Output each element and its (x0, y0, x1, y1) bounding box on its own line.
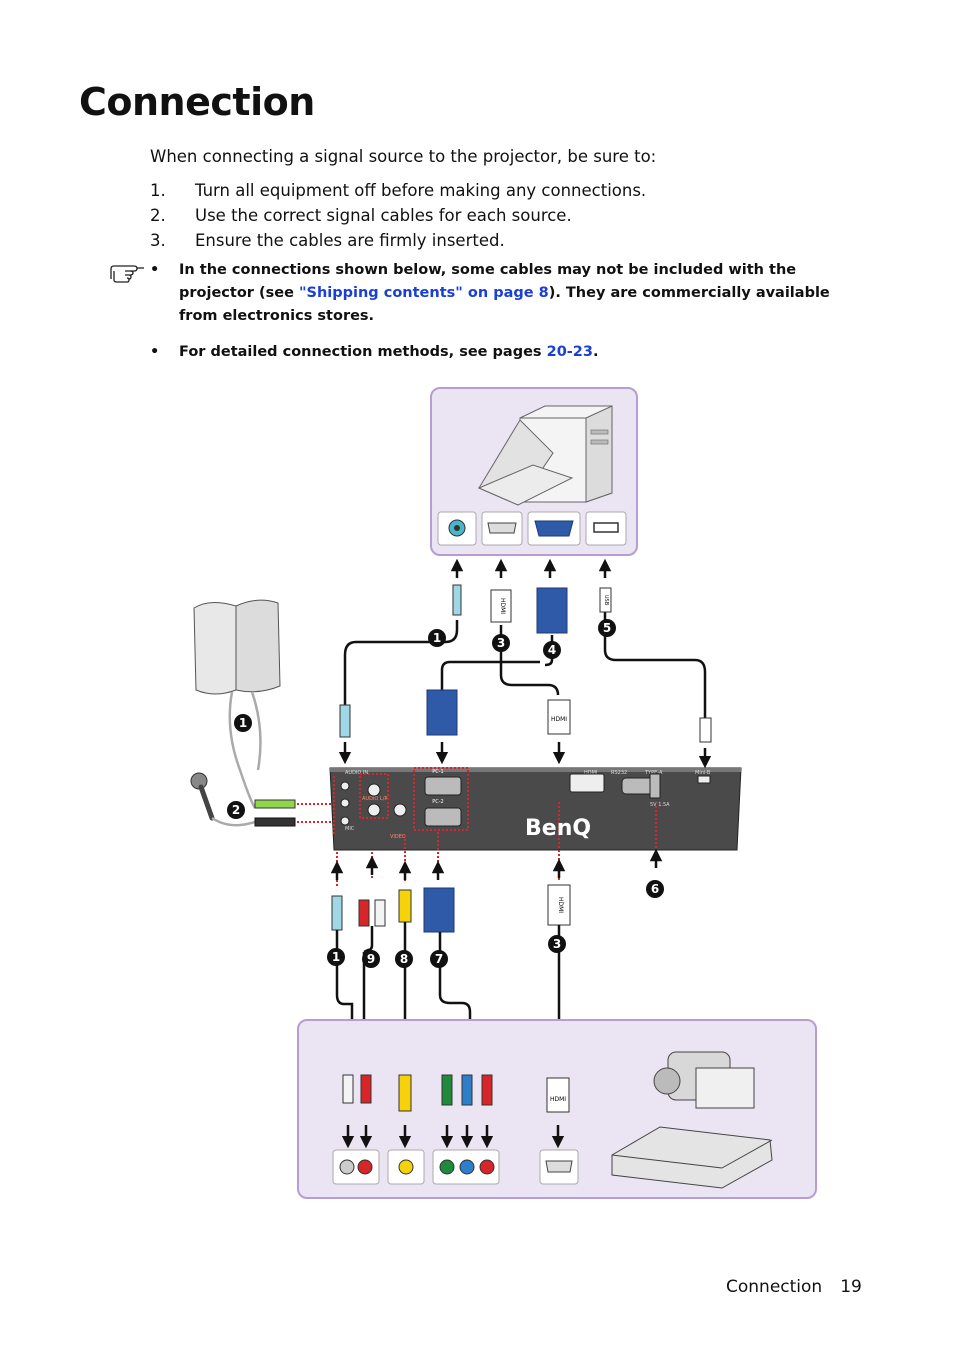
cable-label: HDMI (557, 897, 564, 913)
callout-number: 6 (651, 882, 659, 896)
intro-text: When connecting a signal source to the p… (150, 147, 657, 166)
note-text-part: . (592, 344, 599, 360)
laptop-icon (477, 419, 574, 506)
step-number: 2. (150, 206, 166, 225)
callout-number: 3 (497, 636, 505, 650)
note-text: For detailed connection methods, see pag… (179, 341, 859, 364)
camcorder-icon (653, 1051, 755, 1109)
microphone-icon (190, 772, 215, 821)
port-label: PC-1 (432, 769, 444, 775)
port-label: PC-2 (432, 799, 444, 805)
vga-plug (536, 587, 568, 634)
callout-number: 2 (232, 803, 240, 817)
port-label: TYPE-A (644, 770, 663, 776)
cable-label: HDMI (499, 598, 506, 614)
note-text-part: In the connections shown below, some cab… (179, 262, 797, 301)
audio-lr-port-box (332, 1149, 380, 1185)
port-label: HDMI (584, 770, 597, 776)
step-text: Turn all equipment off before making any… (195, 181, 647, 200)
cable-label: HDMI (550, 1096, 566, 1103)
step-number: 1. (150, 181, 166, 200)
note-bullet: • (150, 344, 160, 360)
page-footer: Connection 19 (726, 1277, 862, 1297)
callout-number: 1 (239, 716, 247, 730)
pages-link[interactable]: 20-23 (546, 344, 593, 360)
connection-diagram: HDMI USB HDMI AUDIO IN MIC AUDIO L/R VID… (190, 387, 817, 1199)
port-label: VIDEO (390, 834, 406, 840)
step-text: Ensure the cables are firmly inserted. (195, 231, 505, 250)
port-label: RS232 (611, 770, 627, 776)
port-label: AUDIO L/R (362, 796, 388, 802)
page-title: Connection (79, 80, 315, 124)
note-bullet: • (150, 262, 160, 278)
note-text-part: ). They are commercially available from … (179, 285, 830, 324)
speakers-icon (193, 599, 281, 695)
callout-number: 4 (548, 643, 556, 657)
shipping-contents-link[interactable]: "Shipping contents" on page 8 (298, 285, 549, 301)
note-text-part: For detailed connection methods, see pag… (179, 344, 547, 360)
port-label: MIC (345, 826, 355, 832)
page-number: 19 (840, 1277, 862, 1297)
footer-section: Connection (726, 1277, 823, 1297)
projector-brand-logo: BenQ (525, 816, 591, 841)
callout-number: 3 (553, 937, 561, 951)
note-hand-icon (110, 265, 144, 283)
callout-markers: 1 3 4 5 1 2 6 1 9 8 7 3 (227, 619, 664, 968)
cable-label: USB (603, 595, 609, 606)
cable-label: HDMI (551, 716, 567, 723)
callout-number: 7 (435, 952, 443, 966)
hdmi-plug (546, 1077, 570, 1113)
hdmi-plug (490, 589, 512, 623)
step-text: Use the correct signal cables for each s… (195, 206, 572, 225)
hdmi-plug (547, 699, 571, 735)
dvd-player-icon (611, 1126, 773, 1189)
vga-plug (423, 887, 455, 933)
port-label: Mini-B (695, 770, 711, 776)
port-label: AUDIO IN (345, 770, 368, 776)
port-label: 5V 1.5A (650, 802, 670, 808)
callout-number: 8 (400, 952, 408, 966)
callout-number: 1 (433, 631, 441, 645)
callout-number: 5 (603, 621, 611, 635)
step-number: 3. (150, 231, 166, 250)
note-text: In the connections shown below, some cab… (179, 259, 859, 328)
vga-plug (426, 689, 458, 736)
callout-number: 1 (332, 950, 340, 964)
callout-number: 9 (367, 952, 375, 966)
